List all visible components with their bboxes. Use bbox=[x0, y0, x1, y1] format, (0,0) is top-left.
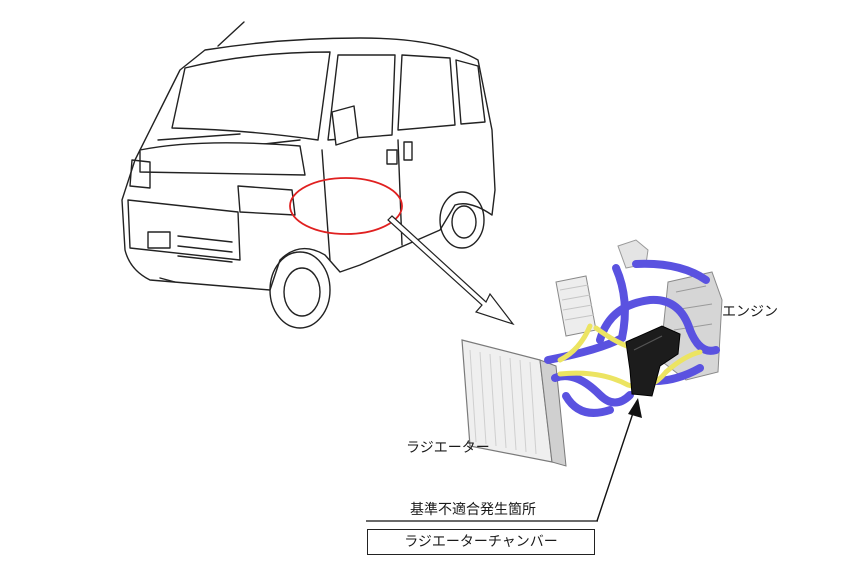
pointer-arrow-icon bbox=[596, 398, 642, 522]
radiator-chamber-part bbox=[625, 325, 681, 397]
radiator-chamber-label: ラジエーターチャンバー bbox=[404, 534, 558, 550]
part-name-box: ラジエーターチャンバー bbox=[367, 529, 595, 555]
highlight-circle bbox=[289, 177, 403, 235]
nonconformity-location-label: 基準不適合発生箇所 bbox=[410, 502, 536, 518]
van-illustration bbox=[121, 21, 496, 329]
cooling-system-illustration bbox=[461, 239, 723, 467]
engine-label: エンジン bbox=[722, 304, 778, 320]
radiator-label: ラジエーター bbox=[406, 440, 490, 456]
callout-arrow-icon bbox=[387, 215, 515, 326]
